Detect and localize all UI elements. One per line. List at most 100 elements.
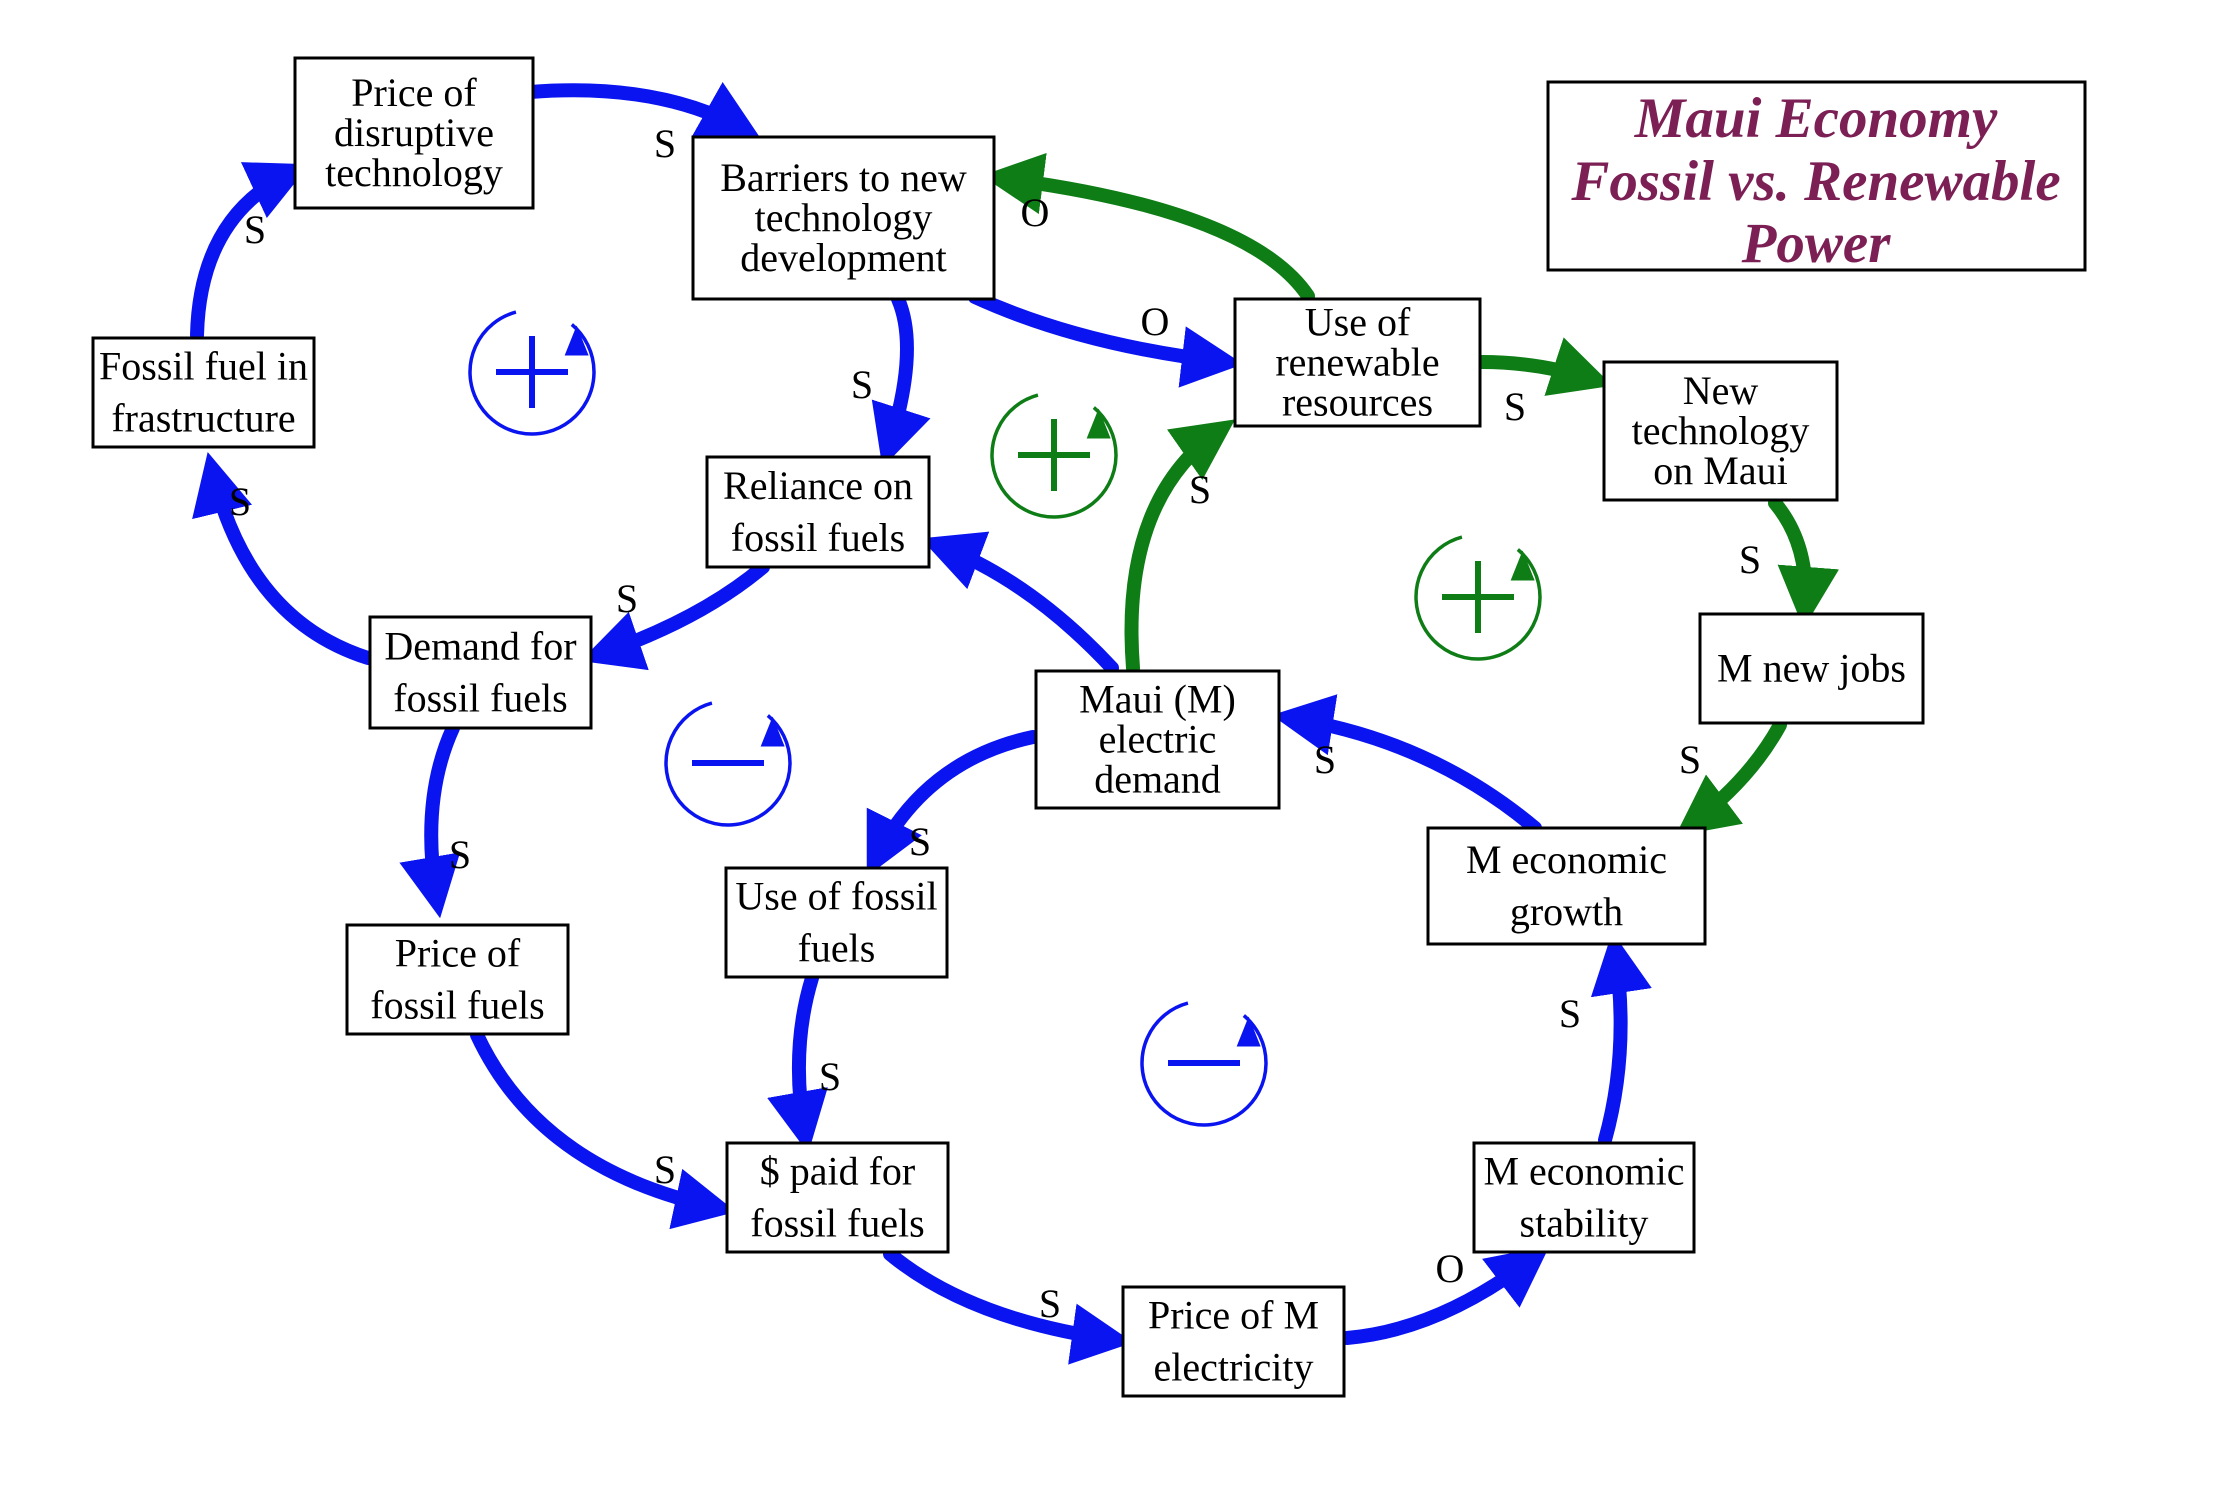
polarity-label: S [1314, 737, 1336, 782]
node-label-line: renewable [1275, 340, 1439, 385]
node-label-line: fossil fuels [750, 1201, 924, 1246]
link-price-m-electricity-to-m-economic-stability [1340, 1245, 1550, 1345]
node-label-line: M economic [1483, 1149, 1684, 1194]
title-line-1: Maui Economy [1634, 87, 1998, 150]
node-label-line: Reliance on [723, 463, 913, 508]
node-box [293, 56, 535, 210]
node-label-line: technology [325, 150, 503, 195]
node-label-line: Price of M [1148, 1293, 1319, 1338]
loop-circle [664, 701, 792, 827]
node-box [345, 923, 570, 1036]
node-label-line: electricity [1154, 1345, 1314, 1390]
node-label-line: stability [1520, 1201, 1649, 1246]
diagram-title: Maui Economy Fossil vs. Renewable Power [1546, 80, 2087, 275]
node-label-line: on Maui [1653, 448, 1787, 493]
node-label-line: Use of [1305, 300, 1411, 345]
node-label-line: M economic [1466, 837, 1667, 882]
link-fossil-fuel-infrastructure-to-price-disruptive-tech [190, 162, 310, 342]
polarity-label: S [909, 819, 931, 864]
polarity-label: O [1436, 1246, 1465, 1291]
node-box [725, 1141, 950, 1254]
loop-direction-arrowhead [564, 325, 589, 356]
node-label-line: $ paid for [760, 1149, 916, 1194]
link-m-new-jobs-to-m-economic-growth [1675, 718, 1787, 837]
node-box [1426, 826, 1707, 946]
loop-circle [468, 310, 596, 436]
loop-top-left-marker [468, 310, 596, 436]
link-barriers-new-tech-to-reliance-fossil-fuels [871, 292, 931, 468]
node-label-line: demand [1094, 757, 1221, 802]
polarity-label: S [449, 832, 471, 877]
node-reliance-fossil-fuels: Reliance on fossil fuels [705, 455, 931, 569]
node-m-economic-stability: M economic stability [1472, 1141, 1696, 1254]
loop-direction-arrowhead [1510, 550, 1535, 581]
link-barriers-new-tech-to-use-renewable-resources [968, 290, 1244, 388]
loop-direction-arrowhead [1086, 408, 1111, 439]
node-box [368, 615, 593, 730]
node-box [724, 866, 949, 979]
loop-left-marker [664, 701, 792, 827]
node-label-line: Price of [395, 931, 521, 976]
loop-right-marker [1414, 535, 1542, 661]
node-use-fossil-fuels: Use of fossil fuels [724, 866, 949, 979]
link-m-economic-stability-to-m-economic-growth [1590, 931, 1652, 1147]
link-demand-fossil-fuels-to-price-fossil-fuels [399, 721, 461, 919]
node-label-line: fossil fuels [731, 515, 905, 560]
title-box [1546, 80, 2087, 272]
polarity-label: S [616, 576, 638, 621]
link-use-renewable-resources-to-new-technology-maui [1475, 337, 1613, 396]
polarity-label: S [851, 362, 873, 407]
node-label-line: fossil fuels [393, 676, 567, 721]
node-label-line: Price of [351, 70, 477, 115]
node-label-line: Demand for [384, 624, 576, 669]
node-box [691, 135, 996, 301]
polarity-label: S [244, 207, 266, 252]
node-label-line: Maui (M) [1079, 677, 1236, 722]
link-price-fossil-fuels-to-paid-fossil-fuels [470, 1028, 737, 1230]
polarity-label: S [654, 121, 676, 166]
link-use-renewable-resources-to-barriers-new-tech [981, 152, 1315, 303]
loops-layer [468, 310, 1542, 1127]
node-label-line: electric [1099, 717, 1217, 762]
polarity-label: S [1559, 991, 1581, 1036]
polarity-label: O [1021, 190, 1050, 235]
node-label-line: frastructure [111, 396, 295, 441]
node-label-line: New [1683, 368, 1759, 413]
node-label-line: technology [1632, 408, 1810, 453]
node-label-line: fuels [798, 926, 876, 971]
node-box [1602, 360, 1839, 502]
node-label-line: resources [1282, 380, 1433, 425]
link-maui-electric-demand-to-use-fossil-fuels [866, 730, 1040, 877]
node-box [1233, 297, 1482, 428]
node-label-line: Barriers to new [720, 155, 967, 200]
polarity-label: S [1039, 1281, 1061, 1326]
loop-direction-arrowhead [760, 716, 785, 747]
node-m-new-jobs: M new jobs [1698, 612, 1925, 725]
node-box [705, 455, 931, 569]
node-label-line: technology [755, 195, 933, 240]
node-label-line: development [740, 235, 947, 280]
node-box [1121, 1285, 1346, 1398]
loop-bottom-marker [1140, 1001, 1268, 1127]
link-paid-fossil-fuels-to-price-m-electricity [883, 1247, 1134, 1365]
polarity-label: S [1679, 737, 1701, 782]
polarity-label: S [1504, 384, 1526, 429]
node-label-line: growth [1510, 889, 1623, 934]
node-demand-fossil-fuels: Demand for fossil fuels [368, 615, 593, 730]
node-label-line: M new jobs [1717, 646, 1906, 691]
polarity-label: S [1739, 537, 1761, 582]
link-price-disruptive-tech-to-barriers-new-tech [523, 81, 762, 140]
polarity-label: O [1141, 299, 1170, 344]
link-m-economic-growth-to-maui-electric-demand [1271, 694, 1542, 835]
node-box [1472, 1141, 1696, 1254]
node-box [1698, 612, 1925, 725]
node-m-economic-growth: M economic growth [1426, 826, 1707, 946]
loop-circle [990, 393, 1118, 519]
node-label-line: Use of fossil [735, 874, 937, 919]
